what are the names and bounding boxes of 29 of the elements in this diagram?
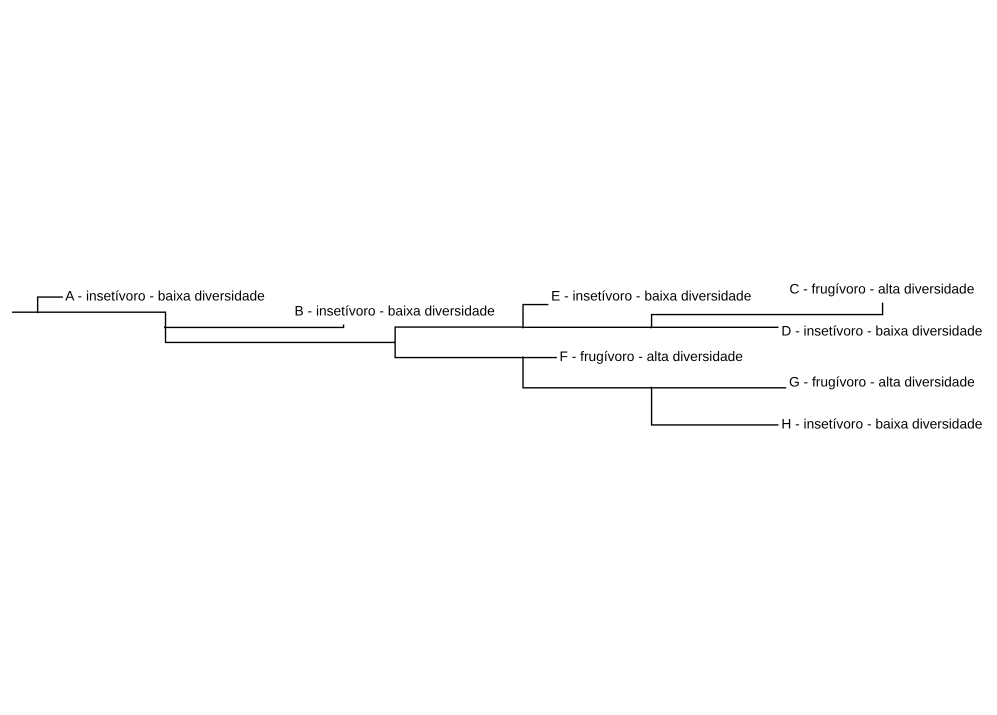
node-text: H - insetívoro - baixa diversidade [781, 416, 982, 432]
connector [652, 326, 778, 328]
connector [166, 324, 344, 328]
node-point [522, 326, 524, 328]
node-text: D - insetívoro - baixa diversidade [781, 324, 982, 338]
connector [164, 328, 394, 344]
node-point [394, 341, 396, 344]
node-text: C - frugívoro - alta diversidade [789, 282, 974, 297]
node-point [164, 326, 166, 328]
node-text: G - frugívoro - alta diversidade [789, 374, 975, 390]
connector [36, 296, 63, 312]
connector [522, 358, 650, 388]
node-point [650, 386, 652, 389]
node-text: E - insetívoro - baixa diversidade [551, 288, 752, 304]
node-point [522, 356, 524, 359]
connector [394, 343, 522, 358]
node-point [650, 326, 652, 328]
connector [522, 304, 548, 326]
connector [650, 388, 779, 426]
connector [12, 311, 36, 313]
connector [394, 326, 522, 342]
node-text: F - frugívoro - alta diversidade [560, 348, 743, 364]
node-point [36, 311, 39, 314]
connector [524, 326, 650, 328]
connector [38, 311, 166, 327]
node-text: A - insetívoro - baixa diversidade [65, 288, 265, 304]
node-text: B - insetívoro - baixa diversidade [294, 304, 495, 319]
connector [524, 356, 557, 358]
connector [652, 387, 786, 388]
